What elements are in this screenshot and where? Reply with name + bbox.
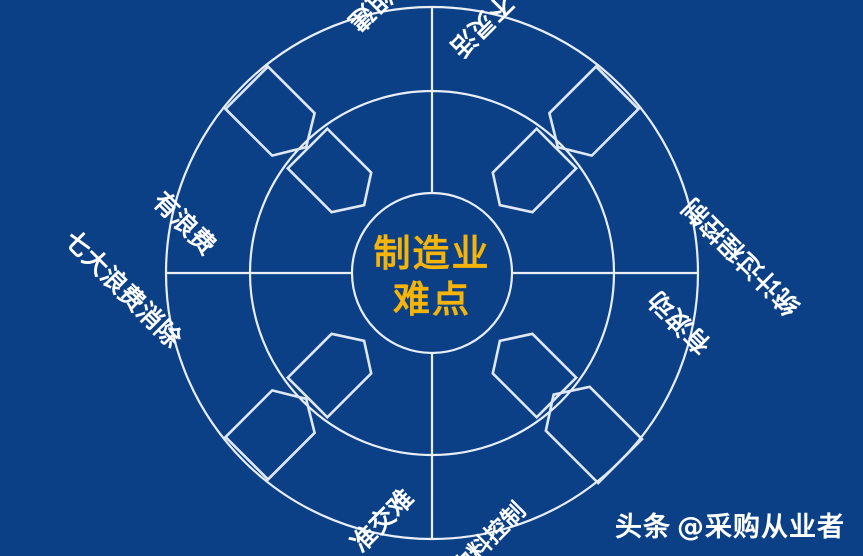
inner-tag-top-left-label: 有浪费 xyxy=(147,186,222,261)
outer-tag-top-right-shape xyxy=(223,64,317,158)
inner-tag-top-left-shape xyxy=(285,332,373,420)
outer-tag-bottom-right-shape xyxy=(547,64,641,158)
inner-tag-top-right-shape xyxy=(285,126,373,214)
outer-tag-top-left-shape xyxy=(223,388,317,482)
watermark-handle: @采购从业者 xyxy=(677,512,845,543)
inner-tag-bottom-right-shape xyxy=(491,126,579,214)
inner-tag-top-right-label: 不灵活 xyxy=(444,0,519,63)
inner-tag-bottom-left[interactable]: 准交难 xyxy=(324,321,579,556)
center-title-line2: 难点 xyxy=(393,278,471,321)
watermark-brand: 头条 xyxy=(615,512,671,543)
inner-tag-top-right[interactable]: 不灵活 xyxy=(285,0,540,225)
center-title-line1: 制造业 xyxy=(374,232,491,275)
inner-tag-bottom-left-label: 准交难 xyxy=(345,483,420,556)
watermark: 头条@采购从业者 xyxy=(615,505,845,544)
inner-tag-bottom-left-shape xyxy=(491,332,579,420)
inner-tag-bottom-right[interactable]: 有波动 xyxy=(480,126,732,381)
inner-tag-bottom-right-label: 有波动 xyxy=(642,285,717,360)
outer-tag-bottom-left-shape xyxy=(544,385,644,485)
inner-tag-top-left[interactable]: 有浪费 xyxy=(132,165,384,420)
